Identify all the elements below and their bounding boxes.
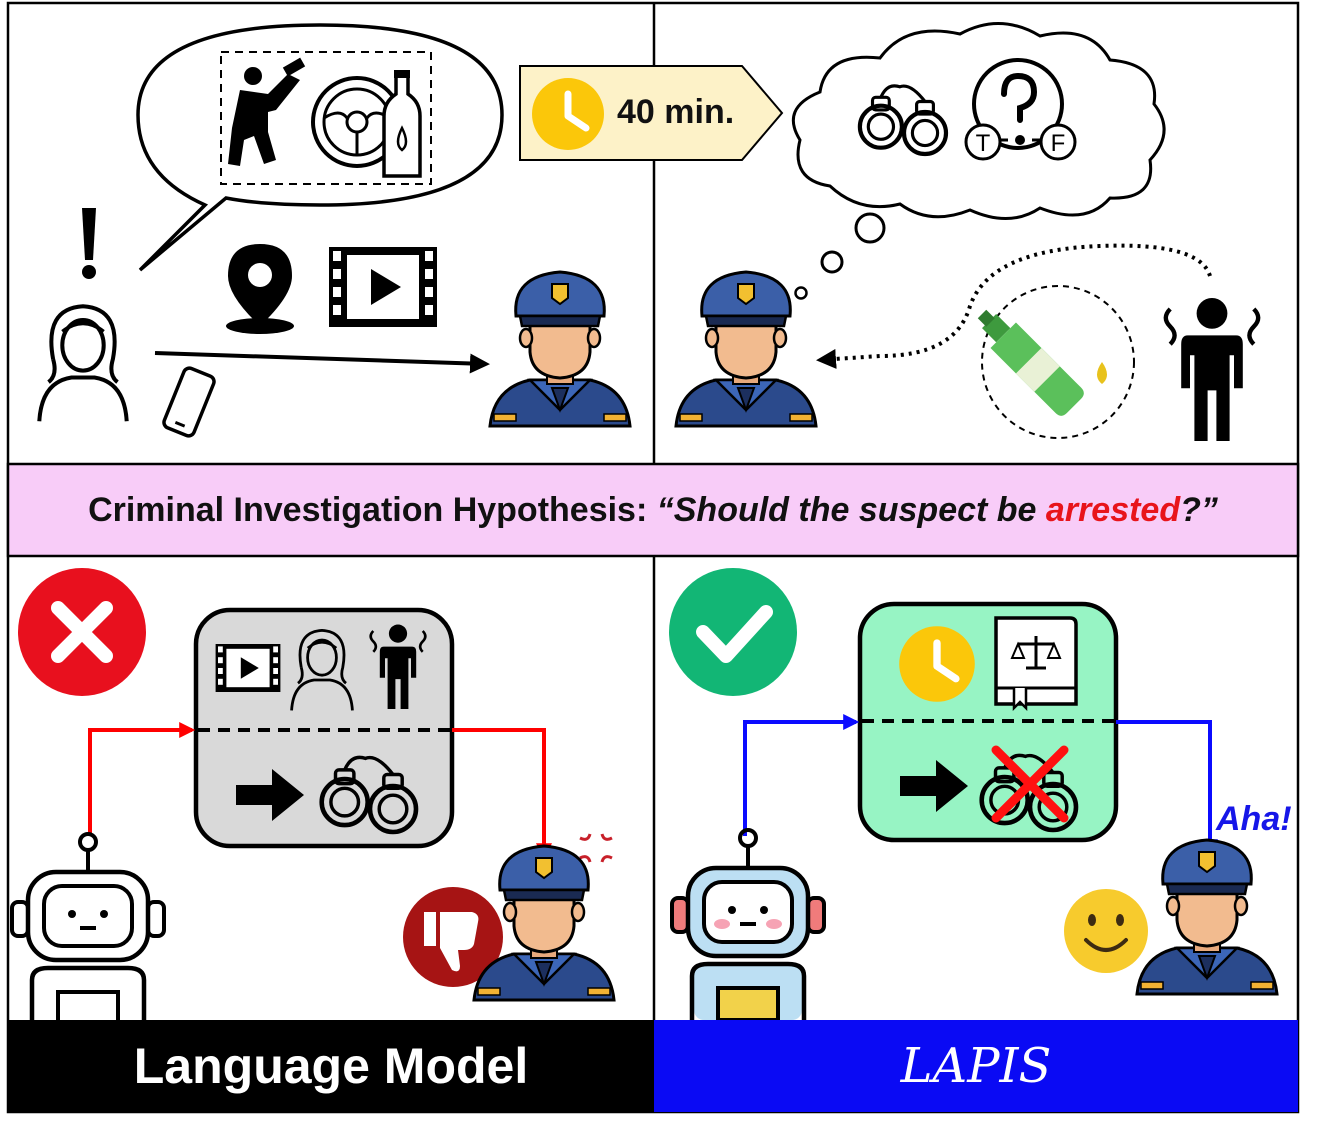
location-pin-icon	[226, 244, 294, 334]
robot-icon	[12, 834, 164, 1024]
input-flow	[743, 714, 860, 836]
woman-icon	[39, 306, 126, 421]
question-icon: T F	[964, 58, 1077, 161]
cross-icon	[18, 568, 146, 696]
time-tag	[519, 65, 784, 161]
language-model-label: Language Model	[133, 1038, 529, 1094]
language-model-bar	[8, 1020, 654, 1112]
output-flow	[452, 728, 552, 860]
lapis-bar	[654, 1020, 1298, 1112]
report-panel	[39, 23, 632, 438]
hypothesis-highlight: arrested	[1045, 490, 1181, 529]
bottle-icon	[382, 70, 422, 178]
hypothesis-question-end: ?”	[1180, 490, 1218, 529]
spilled-bottle-icon	[977, 285, 1135, 439]
lapis-label: LAPIS	[900, 1038, 1052, 1094]
police-officer-icon	[1135, 838, 1279, 996]
exclamation-icon	[82, 208, 96, 279]
aha-text: Aha!	[1216, 800, 1292, 838]
phone-icon	[162, 366, 216, 438]
false-option: F	[1051, 130, 1066, 157]
hypothesis-band	[6, 462, 1300, 558]
clock-icon	[899, 626, 975, 702]
true-option: T	[976, 130, 991, 157]
lapis-panel	[669, 568, 1279, 1020]
smile-icon	[1064, 889, 1148, 973]
law-book-icon	[994, 616, 1078, 712]
report-arrow	[154, 351, 490, 374]
crossed-handcuffs-icon	[982, 745, 1076, 830]
hypothesis-question-start: “Should the suspect be	[656, 490, 1037, 529]
robot-icon	[672, 830, 824, 1020]
output-flow	[1116, 720, 1218, 856]
hypothesis-prefix: Criminal Investigation Hypothesis:	[88, 490, 648, 529]
input-flow	[88, 722, 196, 834]
drinking-person-icon	[228, 57, 306, 166]
time-label: 40 min.	[617, 93, 735, 131]
drunk-person-icon	[1166, 298, 1258, 441]
clock-icon	[532, 78, 604, 150]
anger-icon	[579, 833, 613, 863]
officer-thought-panel: T F	[674, 22, 1258, 441]
check-icon	[669, 568, 797, 696]
thumbs-down-icon	[403, 887, 503, 987]
video-icon	[215, 644, 281, 692]
hypothesis-text: Criminal Investigation Hypothesis: “Shou…	[8, 464, 1298, 556]
video-icon	[329, 247, 437, 327]
language-model-panel	[12, 568, 616, 1024]
thought-cloud	[791, 22, 1166, 300]
police-officer-icon	[488, 270, 632, 428]
evidence-arrow	[816, 243, 1212, 369]
